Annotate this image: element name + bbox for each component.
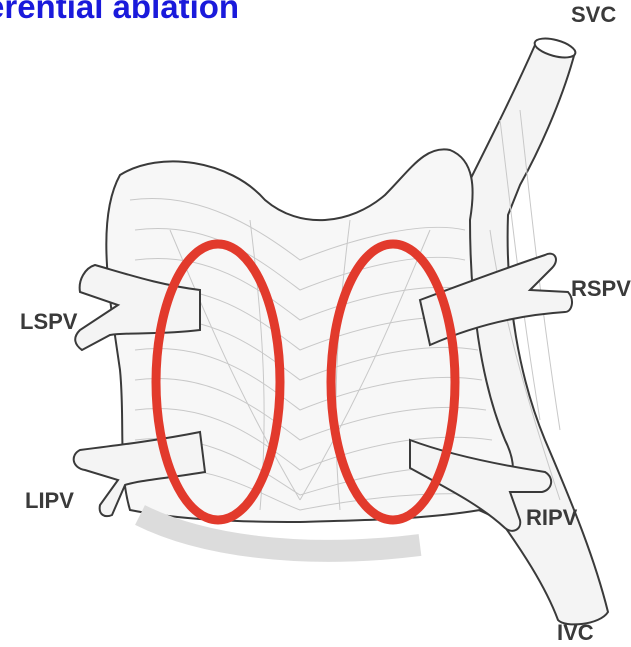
- label-svc: SVC: [571, 2, 616, 28]
- label-lspv: LSPV: [20, 309, 77, 335]
- label-ripv: RIPV: [526, 505, 577, 531]
- label-lipv: LIPV: [25, 488, 74, 514]
- label-rspv: RSPV: [571, 276, 631, 302]
- vena-cava: [455, 35, 608, 625]
- label-ivc: IVC: [557, 620, 594, 646]
